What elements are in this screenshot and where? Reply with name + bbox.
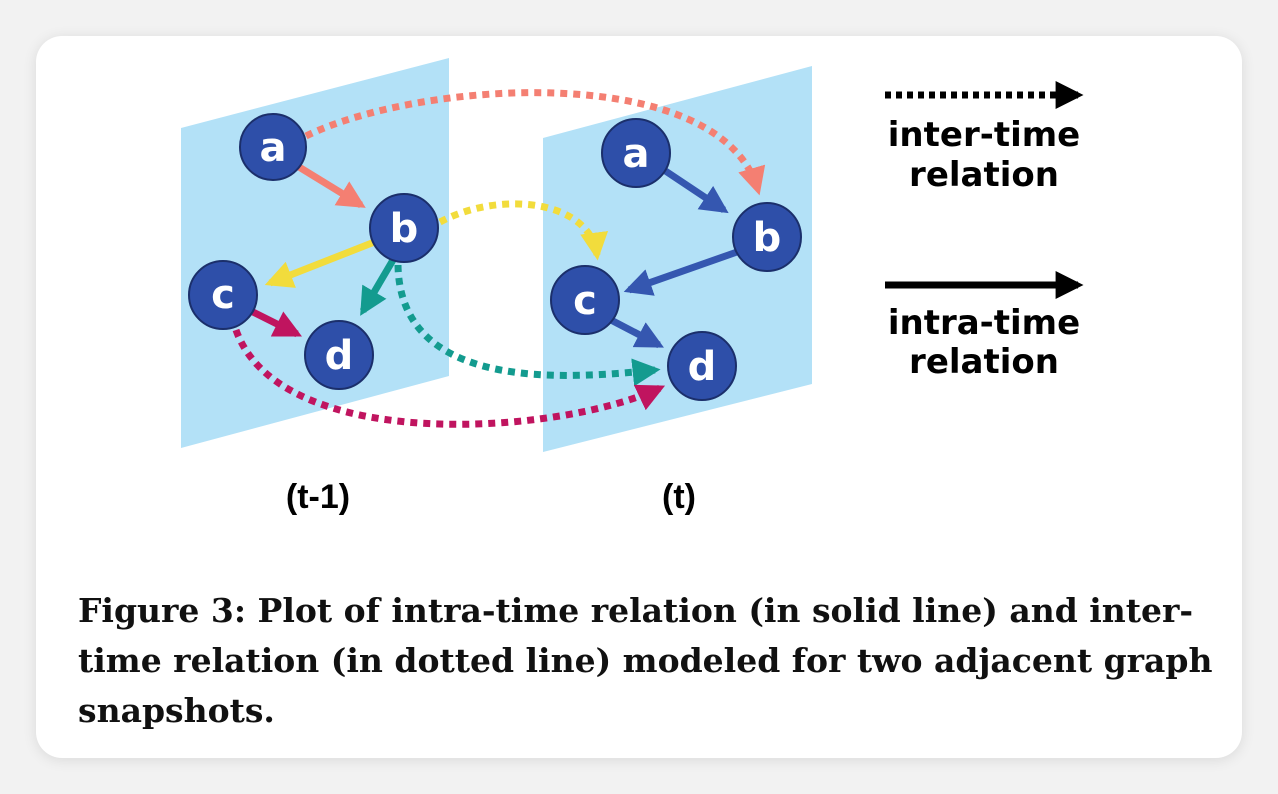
legend-intra-line2: relation [909, 342, 1059, 382]
edge-c-d-t-minus-1 [251, 308, 303, 338]
edge-b-c-t [623, 248, 739, 296]
node-c-t: c [550, 265, 620, 335]
svg-text:a: a [260, 125, 287, 171]
svg-text:b: b [390, 206, 419, 252]
edge-b-c-t-minus-1 [264, 237, 379, 288]
node-a-t-minus-1: a [239, 113, 307, 181]
edge-b-d-t-minus-1 [359, 258, 397, 316]
svg-text:d: d [688, 344, 717, 390]
svg-text:c: c [211, 272, 235, 318]
legend-inter-line1: inter-time [888, 115, 1080, 155]
legend-intra-line1: intra-time [888, 303, 1080, 343]
node-a-t: a [601, 118, 671, 188]
svg-text:b: b [753, 215, 782, 261]
inter-edge-a [304, 89, 766, 196]
svg-text:c: c [573, 278, 597, 324]
svg-text:d: d [325, 333, 354, 379]
edge-a-b-t [662, 167, 729, 214]
node-c-t-minus-1: c [188, 260, 258, 330]
inter-edge-d-from-b [394, 264, 661, 387]
node-b-t-minus-1: b [369, 193, 439, 263]
edge-c-d-t [609, 316, 664, 349]
legend-inter-line2: relation [909, 155, 1059, 195]
snapshot-label-t: (t) [662, 478, 696, 516]
snapshot-label-t-minus-1: (t-1) [286, 478, 350, 516]
node-d-t: d [667, 331, 737, 401]
svg-text:a: a [623, 131, 650, 177]
figure-caption: Figure 3: Plot of intra-time relation (i… [78, 591, 1213, 730]
node-d-t-minus-1: d [304, 320, 374, 390]
inter-edge-d-from-c [232, 328, 666, 428]
node-b-t: b [732, 202, 802, 272]
edge-a-b-t-minus-1 [297, 164, 366, 208]
